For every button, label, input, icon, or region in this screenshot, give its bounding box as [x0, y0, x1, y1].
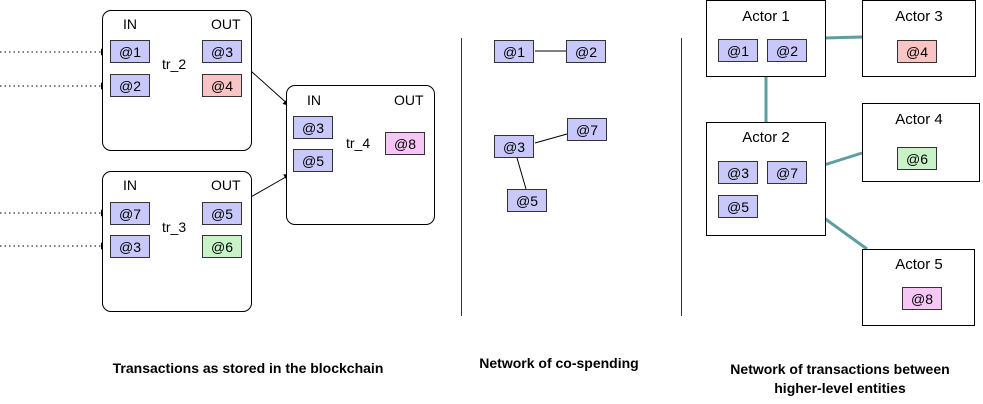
actor1-addr2: @2: [767, 39, 807, 62]
tr3-output-addr5: @5: [202, 202, 242, 225]
actor2-addr5: @5: [718, 195, 758, 218]
actor1-box: Actor 1 @1 @2: [706, 0, 826, 77]
actor4-box: Actor 4 @6: [862, 103, 980, 182]
actor5-box: Actor 5 @8: [862, 249, 975, 326]
tr3-input-addr3: @3: [110, 235, 150, 258]
tr2-name: tr_2: [162, 56, 187, 72]
cospend-node-addr2: @2: [566, 40, 606, 63]
cospend-node-addr7: @7: [567, 118, 607, 141]
cospend-node-addr5: @5: [507, 189, 547, 212]
actor3-label: Actor 3: [895, 8, 943, 25]
panel2-caption: Network of co-spending: [479, 355, 639, 371]
tr2-out-label: OUT: [211, 16, 241, 32]
tr4-input-addr5: @5: [293, 149, 333, 172]
tr4-in-label: IN: [307, 92, 321, 108]
tr4-output-addr8: @8: [385, 132, 425, 155]
transaction-tr3: IN OUT tr_3 @7 @3 @5 @6: [102, 171, 252, 312]
cospend-edge-3-5: [516, 157, 527, 190]
panel3-caption-line2: higher-level entities: [774, 380, 906, 396]
actor1-label: Actor 1: [742, 8, 790, 25]
actor3-addr4: @4: [897, 40, 937, 63]
tr3-output-addr6: @6: [202, 235, 242, 258]
actor-edge-2-4: [823, 151, 863, 167]
transaction-tr4: IN OUT tr_4 @3 @5 @8: [286, 85, 435, 225]
separator-left: [461, 38, 462, 316]
panel1-caption: Transactions as stored in the blockchain: [112, 360, 384, 376]
transaction-tr2: IN OUT tr_2 @1 @2 @3 @4: [102, 10, 252, 151]
actor4-label: Actor 4: [895, 111, 943, 128]
tr3-input-addr7: @7: [110, 202, 150, 225]
tr3-name: tr_3: [162, 219, 187, 235]
panel3-caption-line1: Network of transactions between: [730, 361, 950, 377]
separator-right: [681, 38, 682, 316]
tr2-input-addr1: @1: [110, 40, 150, 63]
tr4-name: tr_4: [346, 135, 371, 151]
actor-edge-1-3: [823, 35, 863, 40]
cospend-node-addr3: @3: [494, 135, 534, 158]
actor2-addr7: @7: [767, 161, 807, 184]
actor5-label: Actor 5: [895, 256, 943, 273]
tr2-output-addr4: @4: [202, 74, 242, 97]
actor2-addr3: @3: [718, 161, 758, 184]
tr2-in-label: IN: [123, 16, 137, 32]
actor3-box: Actor 3 @4: [862, 0, 976, 77]
tr2-input-addr2: @2: [110, 74, 150, 97]
tr2-output-addr3: @3: [202, 40, 242, 63]
tr4-input-addr3: @3: [293, 116, 333, 139]
cospend-edge-3-7: [534, 133, 568, 144]
actor-edge-2-5: [823, 216, 868, 251]
cospend-node-addr1: @1: [494, 40, 534, 63]
actor4-addr6: @6: [897, 147, 937, 170]
panel3-caption: Network of transactions between higher-l…: [695, 360, 983, 398]
actor2-box: Actor 2 @3 @7 @5: [706, 122, 826, 236]
actor5-addr8: @8: [902, 287, 942, 310]
tr4-out-label: OUT: [394, 92, 424, 108]
actor2-label: Actor 2: [742, 129, 790, 146]
tr3-out-label: OUT: [211, 177, 241, 193]
actor1-addr1: @1: [718, 39, 758, 62]
tr3-in-label: IN: [123, 177, 137, 193]
